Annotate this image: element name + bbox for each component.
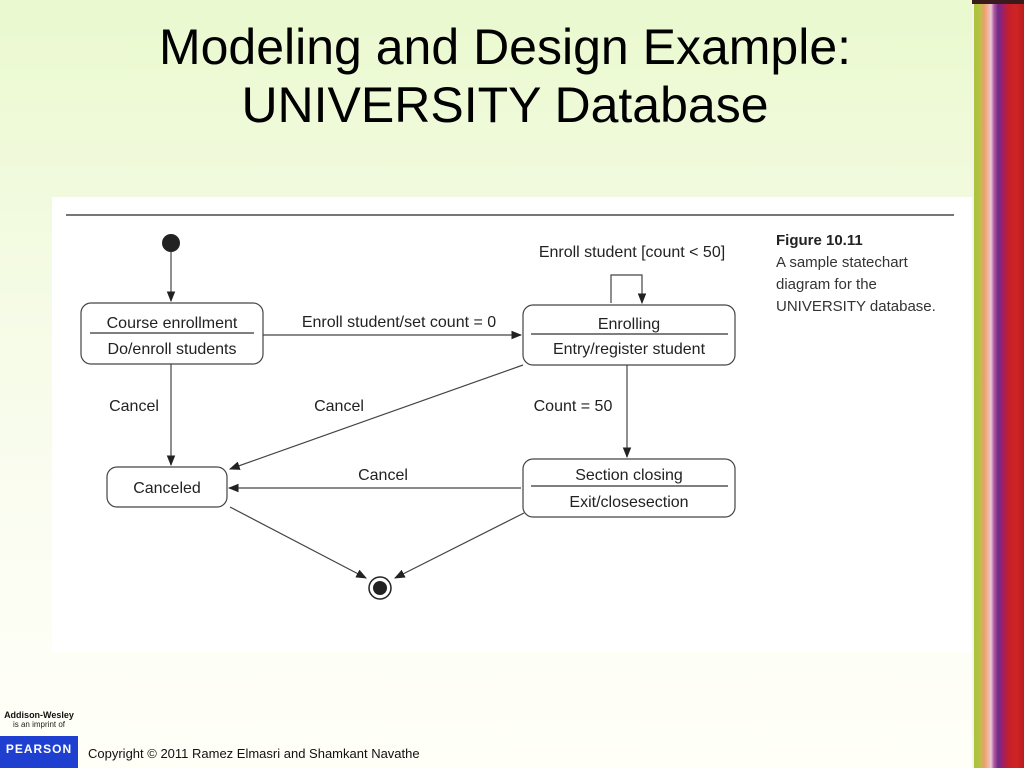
- figure-number: Figure 10.11: [776, 232, 863, 249]
- state-name: Section closing: [575, 467, 683, 484]
- decorative-stripe-cap: [972, 0, 1024, 4]
- state-activity: Do/enroll students: [108, 341, 237, 358]
- label-enroll-set-count: Enroll student/set count = 0: [302, 314, 496, 331]
- state-canceled: Canceled: [106, 466, 228, 508]
- state-enrolling: Enrolling Entry/register student: [522, 304, 736, 366]
- state-course-enrollment: Course enrollment Do/enroll students: [80, 302, 264, 365]
- state-section-closing: Section closing Exit/closesection: [522, 458, 736, 518]
- transition-canceled-to-final: [229, 506, 367, 579]
- state-name: Course enrollment: [107, 315, 238, 332]
- transition-cancel-from-enrolling: [228, 364, 524, 470]
- label-enroll-self-loop: Enroll student [count < 50]: [539, 244, 725, 261]
- label-cancel-from-course: Cancel: [109, 398, 159, 415]
- statechart-diagram: Course enrollment Do/enroll students Enr…: [66, 214, 954, 600]
- final-state-icon: [368, 576, 392, 600]
- label-cancel-from-closing: Cancel: [358, 467, 408, 484]
- state-activity: Exit/closesection: [569, 494, 688, 511]
- slide-title: Modeling and Design Example: UNIVERSITY …: [40, 18, 970, 134]
- title-line-2: UNIVERSITY Database: [241, 77, 769, 133]
- initial-state-icon: [162, 234, 180, 252]
- imprint-text: is an imprint of: [12, 720, 66, 729]
- statechart-figure: Course enrollment Do/enroll students Enr…: [52, 197, 972, 652]
- publisher-name: Addison-Wesley: [4, 710, 74, 720]
- decorative-stripe: [972, 0, 1024, 768]
- copyright-text: Copyright © 2011 Ramez Elmasri and Shamk…: [88, 746, 420, 761]
- publisher-logo: Addison-Wesley is an imprint of PEARSON: [0, 710, 78, 768]
- title-line-1: Modeling and Design Example:: [158, 19, 852, 75]
- transition-closing-to-final: [394, 512, 525, 579]
- state-activity: Entry/register student: [553, 341, 706, 358]
- state-name: Canceled: [133, 480, 201, 497]
- transition-enroll-self-loop: [610, 274, 647, 305]
- label-cancel-from-enrolling: Cancel: [314, 398, 364, 415]
- figure-caption: Figure 10.11 A sample statechart diagram…: [776, 230, 966, 318]
- label-count-reached: Count = 50: [534, 398, 613, 415]
- state-name: Enrolling: [598, 316, 660, 333]
- pearson-logo: PEARSON: [0, 736, 78, 768]
- figure-caption-text: A sample statechart diagram for the UNIV…: [776, 254, 936, 315]
